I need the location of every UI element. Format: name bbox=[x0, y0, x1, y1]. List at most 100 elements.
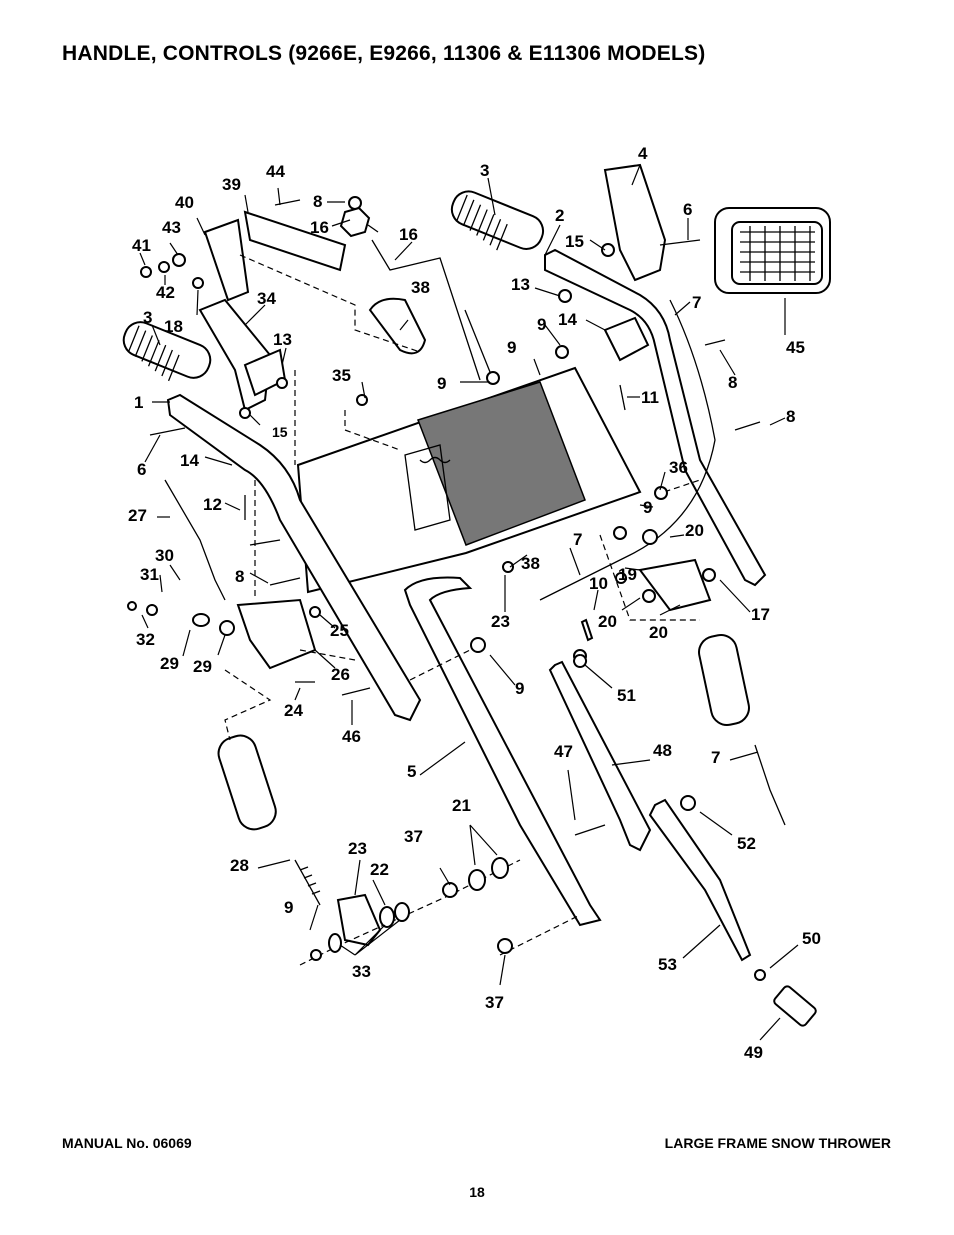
callout: 49 bbox=[744, 1043, 763, 1062]
manual-number: MANUAL No. 06069 bbox=[62, 1135, 192, 1151]
control-panel bbox=[296, 366, 642, 594]
callout: 8 bbox=[786, 407, 795, 426]
callout: 23 bbox=[348, 839, 367, 858]
callout: 21 bbox=[452, 796, 471, 815]
bracket-22 bbox=[638, 558, 712, 612]
callout: 20 bbox=[649, 623, 668, 642]
callout: 23 bbox=[491, 612, 510, 631]
callout: 47 bbox=[554, 742, 573, 761]
callout: 52 bbox=[737, 834, 756, 853]
callout: 5 bbox=[407, 762, 416, 781]
callout: 25 bbox=[330, 621, 349, 640]
cable-7-lower bbox=[754, 744, 786, 826]
callout: 3 bbox=[143, 308, 152, 327]
hardware bbox=[127, 196, 817, 1027]
callout: 20 bbox=[598, 612, 617, 631]
callout: 3 bbox=[480, 161, 489, 180]
spring-29 bbox=[294, 859, 321, 906]
callout: 15 bbox=[272, 424, 288, 440]
callout: 16 bbox=[399, 225, 418, 244]
callout: 38 bbox=[411, 278, 430, 297]
callout: 35 bbox=[332, 366, 351, 385]
left-upper-bracket bbox=[198, 210, 347, 412]
callout: 40 bbox=[175, 193, 194, 212]
callout: 26 bbox=[331, 665, 350, 684]
crank-17 bbox=[371, 239, 481, 381]
callout: 14 bbox=[558, 310, 577, 329]
callout: 8 bbox=[728, 373, 737, 392]
callout: 39 bbox=[222, 175, 241, 194]
callout: 7 bbox=[711, 748, 720, 767]
callout: 9 bbox=[643, 498, 652, 517]
callout: 41 bbox=[132, 236, 151, 255]
callout: 43 bbox=[162, 218, 181, 237]
callout: 2 bbox=[555, 206, 564, 225]
rod-55 bbox=[648, 798, 752, 962]
knob-40 bbox=[368, 297, 427, 355]
callout: 6 bbox=[137, 460, 146, 479]
callout: 28 bbox=[230, 856, 249, 875]
callout: 50 bbox=[802, 929, 821, 948]
callout: 24 bbox=[284, 701, 303, 720]
callout-labels: 1 2 3 3 4 5 6 6 7 7 7 8 8 8 8 9 9 9 9 9 … bbox=[128, 144, 821, 1062]
callout: 42 bbox=[156, 283, 175, 302]
callout: 11 bbox=[641, 388, 659, 407]
callout: 12 bbox=[203, 495, 222, 514]
callout: 6 bbox=[683, 200, 692, 219]
callout: 27 bbox=[128, 506, 147, 525]
callout: 14 bbox=[180, 451, 199, 470]
callout: 30 bbox=[155, 546, 174, 565]
callout: 19 bbox=[618, 565, 637, 584]
cable-grips bbox=[217, 634, 750, 831]
callout: 51 bbox=[617, 686, 636, 705]
callout: 37 bbox=[404, 827, 423, 846]
page-number: 18 bbox=[469, 1184, 485, 1200]
callout: 20 bbox=[685, 521, 704, 540]
callout: 9 bbox=[284, 898, 293, 917]
right-upper-bracket bbox=[603, 163, 667, 362]
headlight bbox=[714, 207, 831, 294]
callout: 16 bbox=[310, 218, 329, 237]
cable-7-right bbox=[539, 299, 716, 601]
callout: 44 bbox=[266, 162, 285, 181]
callout: 9 bbox=[437, 374, 446, 393]
rod-50 bbox=[548, 660, 652, 852]
bracket-28 bbox=[236, 598, 317, 670]
callout: 45 bbox=[786, 338, 805, 357]
bracket-25 bbox=[336, 893, 382, 947]
cable-29 bbox=[164, 479, 226, 601]
callout: 7 bbox=[573, 530, 582, 549]
callout: 46 bbox=[342, 727, 361, 746]
callout: 9 bbox=[537, 315, 546, 334]
callout: 18 bbox=[164, 317, 183, 336]
left-handle-tube bbox=[122, 321, 422, 722]
callout: 22 bbox=[370, 860, 389, 879]
callout: 7 bbox=[692, 293, 701, 312]
callout: 8 bbox=[235, 567, 244, 586]
callout: 17 bbox=[751, 605, 770, 624]
callout: 9 bbox=[507, 338, 516, 357]
callout: 29 bbox=[193, 657, 212, 676]
chute-crank-rod bbox=[403, 576, 602, 927]
callout: 32 bbox=[136, 630, 155, 649]
callout: 33 bbox=[352, 962, 371, 981]
callout: 38 bbox=[521, 554, 540, 573]
callout: 13 bbox=[511, 275, 530, 294]
callout: 29 bbox=[160, 654, 179, 673]
callout: 37 bbox=[485, 993, 504, 1012]
callout: 53 bbox=[658, 955, 677, 974]
callout: 15 bbox=[565, 232, 584, 251]
product-name: LARGE FRAME SNOW THROWER bbox=[664, 1135, 891, 1151]
page-title: HANDLE, CONTROLS (9266E, E9266, 11306 & … bbox=[62, 42, 706, 65]
callout: 10 bbox=[589, 574, 608, 593]
callout: 9 bbox=[515, 679, 524, 698]
callout: 36 bbox=[669, 458, 688, 477]
leader-lines bbox=[139, 164, 799, 1041]
callout: 4 bbox=[638, 144, 648, 163]
callout: 31 bbox=[140, 565, 159, 584]
callout: 8 bbox=[313, 192, 322, 211]
callout: 1 bbox=[134, 393, 143, 412]
right-handle-tube bbox=[450, 190, 767, 587]
callout: 34 bbox=[257, 289, 276, 308]
